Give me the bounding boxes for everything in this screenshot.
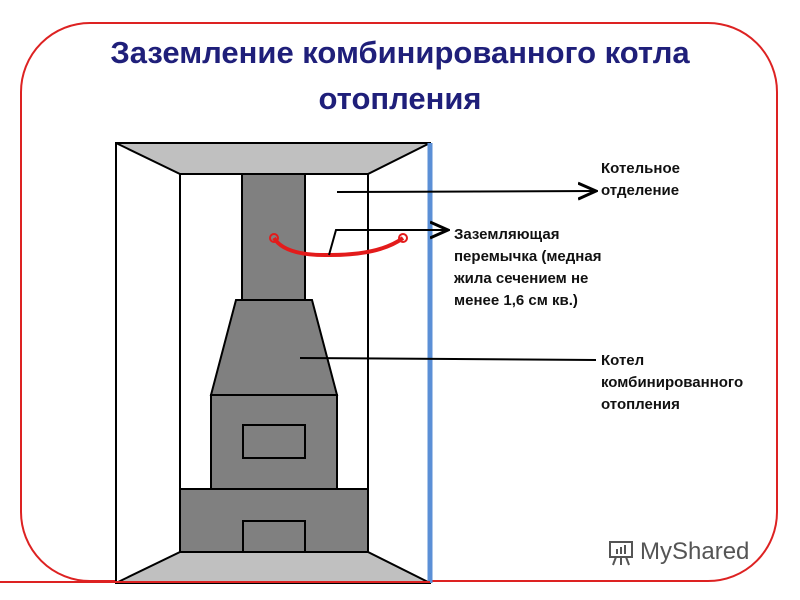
boiler-pointer xyxy=(299,357,597,361)
boiler-door xyxy=(242,424,306,459)
label-boiler-room: Котельное отделение xyxy=(601,160,680,199)
grounding-jumper-wire xyxy=(272,236,405,258)
slide-title: Заземление комбинированного котла отопле… xyxy=(110,35,690,116)
boiler-room-pointer xyxy=(336,191,596,192)
label-grounding-jumper: Заземляющая перемычка (медная жила сечен… xyxy=(454,226,602,309)
watermark-text: MyShared xyxy=(640,538,750,565)
ash-door xyxy=(242,520,306,553)
watermark-logo: MyShared xyxy=(606,537,749,567)
presentation-board-icon xyxy=(609,541,633,566)
jumper-pointer xyxy=(328,230,448,256)
label-boiler: Котел комбинированного отопления xyxy=(601,352,744,413)
chimney xyxy=(241,173,306,301)
